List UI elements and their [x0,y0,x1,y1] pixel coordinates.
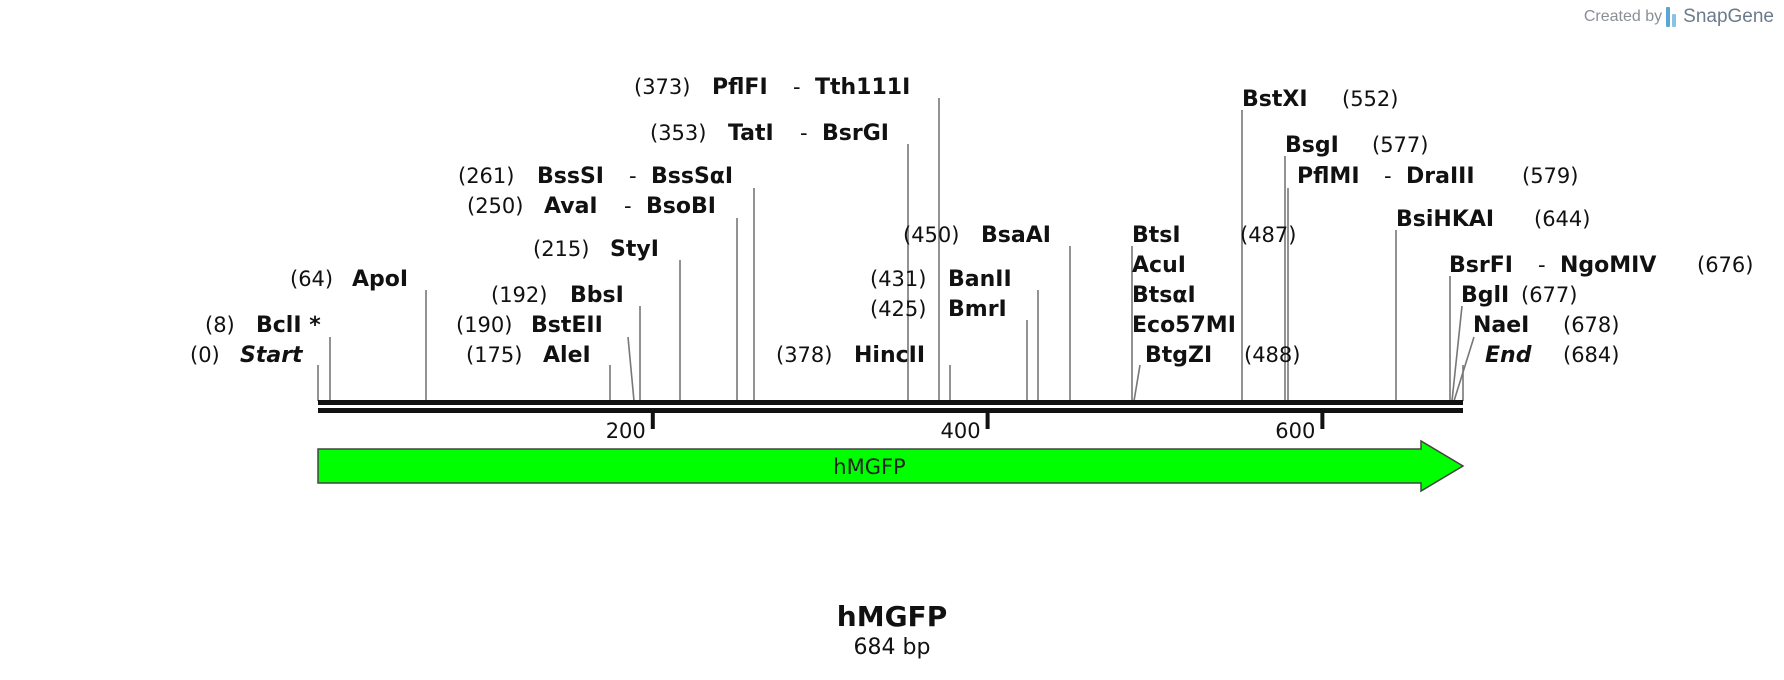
feature-arrow-hmgfp [317,439,1465,493]
site-position-579: (579) [1522,164,1578,188]
enzyme-label-alei: AleI [543,343,591,368]
enzyme-label-styi: StyI [610,237,659,262]
enzyme-separator: - [793,75,801,99]
site-position-450: (450) [903,223,959,247]
site-position-684: (684) [1563,343,1619,367]
site-position-552: (552) [1342,87,1398,111]
enzyme-label-bsssi: BssSαI [651,164,733,189]
ruler-tick-label-600: 600 [1275,419,1315,443]
enzyme-label-btsi: BtsI [1132,223,1181,248]
site-position-192: (192) [491,283,547,307]
site-position-175: (175) [466,343,522,367]
ruler-tick-label-400: 400 [940,419,980,443]
enzyme-label-pflfi: PflFI [712,75,768,100]
site-position-378: (378) [776,343,832,367]
enzyme-label-hincii: HincII [854,343,925,368]
credit-prefix: Created by [1583,8,1663,25]
enzyme-label-bsgi: BsgI [1285,133,1339,158]
enzyme-label-bsteii: BstEII [531,313,603,338]
enzyme-label-end: End [1485,343,1532,368]
enzyme-label-btsi: BtsαI [1132,283,1196,308]
site-position-644: (644) [1534,207,1590,231]
enzyme-separator: - [1384,164,1392,188]
site-position-488: (488) [1244,343,1300,367]
site-position-431: (431) [870,267,926,291]
site-position-487: (487) [1240,223,1296,247]
enzyme-label-banii: BanII [948,267,1012,292]
site-position-676: (676) [1697,253,1753,277]
enzyme-label-bcli: BclI * [256,313,321,338]
sequence-title-block: hMGFP 684 bp [0,600,1784,660]
snapgene-credit: Created by SnapGene [1584,6,1774,28]
dna-strand-bottom [318,408,1463,413]
enzyme-separator: - [800,121,808,145]
feature-label-hmgfp: hMGFP [833,455,905,479]
restriction-map: (0) Start(8) BclI * (64) ApoI (175) AleI (190) B… [190,75,1753,493]
enzyme-label-start: Start [240,343,304,368]
enzyme-label-bsobi: BsoBI [646,194,716,219]
site-position-353: (353) [650,121,706,145]
site-position-64: (64) [290,267,333,291]
site-line-677 [1451,305,1463,402]
enzyme-label-bstxi: BstXI [1242,87,1308,112]
dna-strand-top [318,400,1463,405]
site-position-261: (261) [458,164,514,188]
enzyme-label-eco57mi: Eco57MI [1132,313,1236,338]
enzyme-label-bbsi: BbsI [570,283,624,308]
site-line-488 [1133,364,1141,402]
snapgene-logo-icon [1666,7,1679,27]
site-position-0: (0) [190,343,220,367]
site-position-8: (8) [205,313,235,337]
enzyme-label-avai: AvaI [544,194,598,219]
enzyme-label-bsssi: BssSI [537,164,604,189]
enzyme-label-acui: AcuI [1132,253,1186,278]
enzyme-label-bgli: BglI [1461,283,1509,308]
enzyme-label-tth111i: Tth111I [815,75,910,100]
enzyme-label-pflmi: PflMI [1297,164,1360,189]
site-position-425: (425) [870,297,926,321]
enzyme-label-bmri: BmrI [948,297,1007,322]
site-position-250: (250) [467,194,523,218]
site-position-678: (678) [1563,313,1619,337]
enzyme-label-ngomiv: NgoMIV [1560,253,1656,278]
enzyme-label-bsrfi: BsrFI [1449,253,1513,278]
enzyme-separator: - [629,164,637,188]
site-position-577: (577) [1372,133,1428,157]
enzyme-label-bsrgi: BsrGI [822,121,889,146]
site-position-215: (215) [533,237,589,261]
enzyme-label-naei: NaeI [1473,313,1529,338]
credit-brand: SnapGene [1683,6,1774,27]
enzyme-separator: - [624,194,632,218]
enzyme-label-apoi: ApoI [352,267,408,292]
site-position-190: (190) [456,313,512,337]
site-line-678 [1453,336,1475,402]
ruler-tick-label-200: 200 [606,419,646,443]
enzyme-label-draiii: DraIII [1406,164,1475,189]
sequence-name: hMGFP [836,600,948,633]
sequence-length: 684 bp [853,635,931,660]
site-position-373: (373) [634,75,690,99]
enzyme-label-btgzi: BtgZI [1145,343,1212,368]
enzyme-label-tati: TatI [728,121,774,146]
site-position-677: (677) [1521,283,1577,307]
enzyme-separator: - [1538,253,1546,277]
enzyme-label-bsaai: BsaAI [981,223,1051,248]
site-line-190 [627,336,635,402]
enzyme-label-bsihkai: BsiHKAI [1396,207,1494,232]
